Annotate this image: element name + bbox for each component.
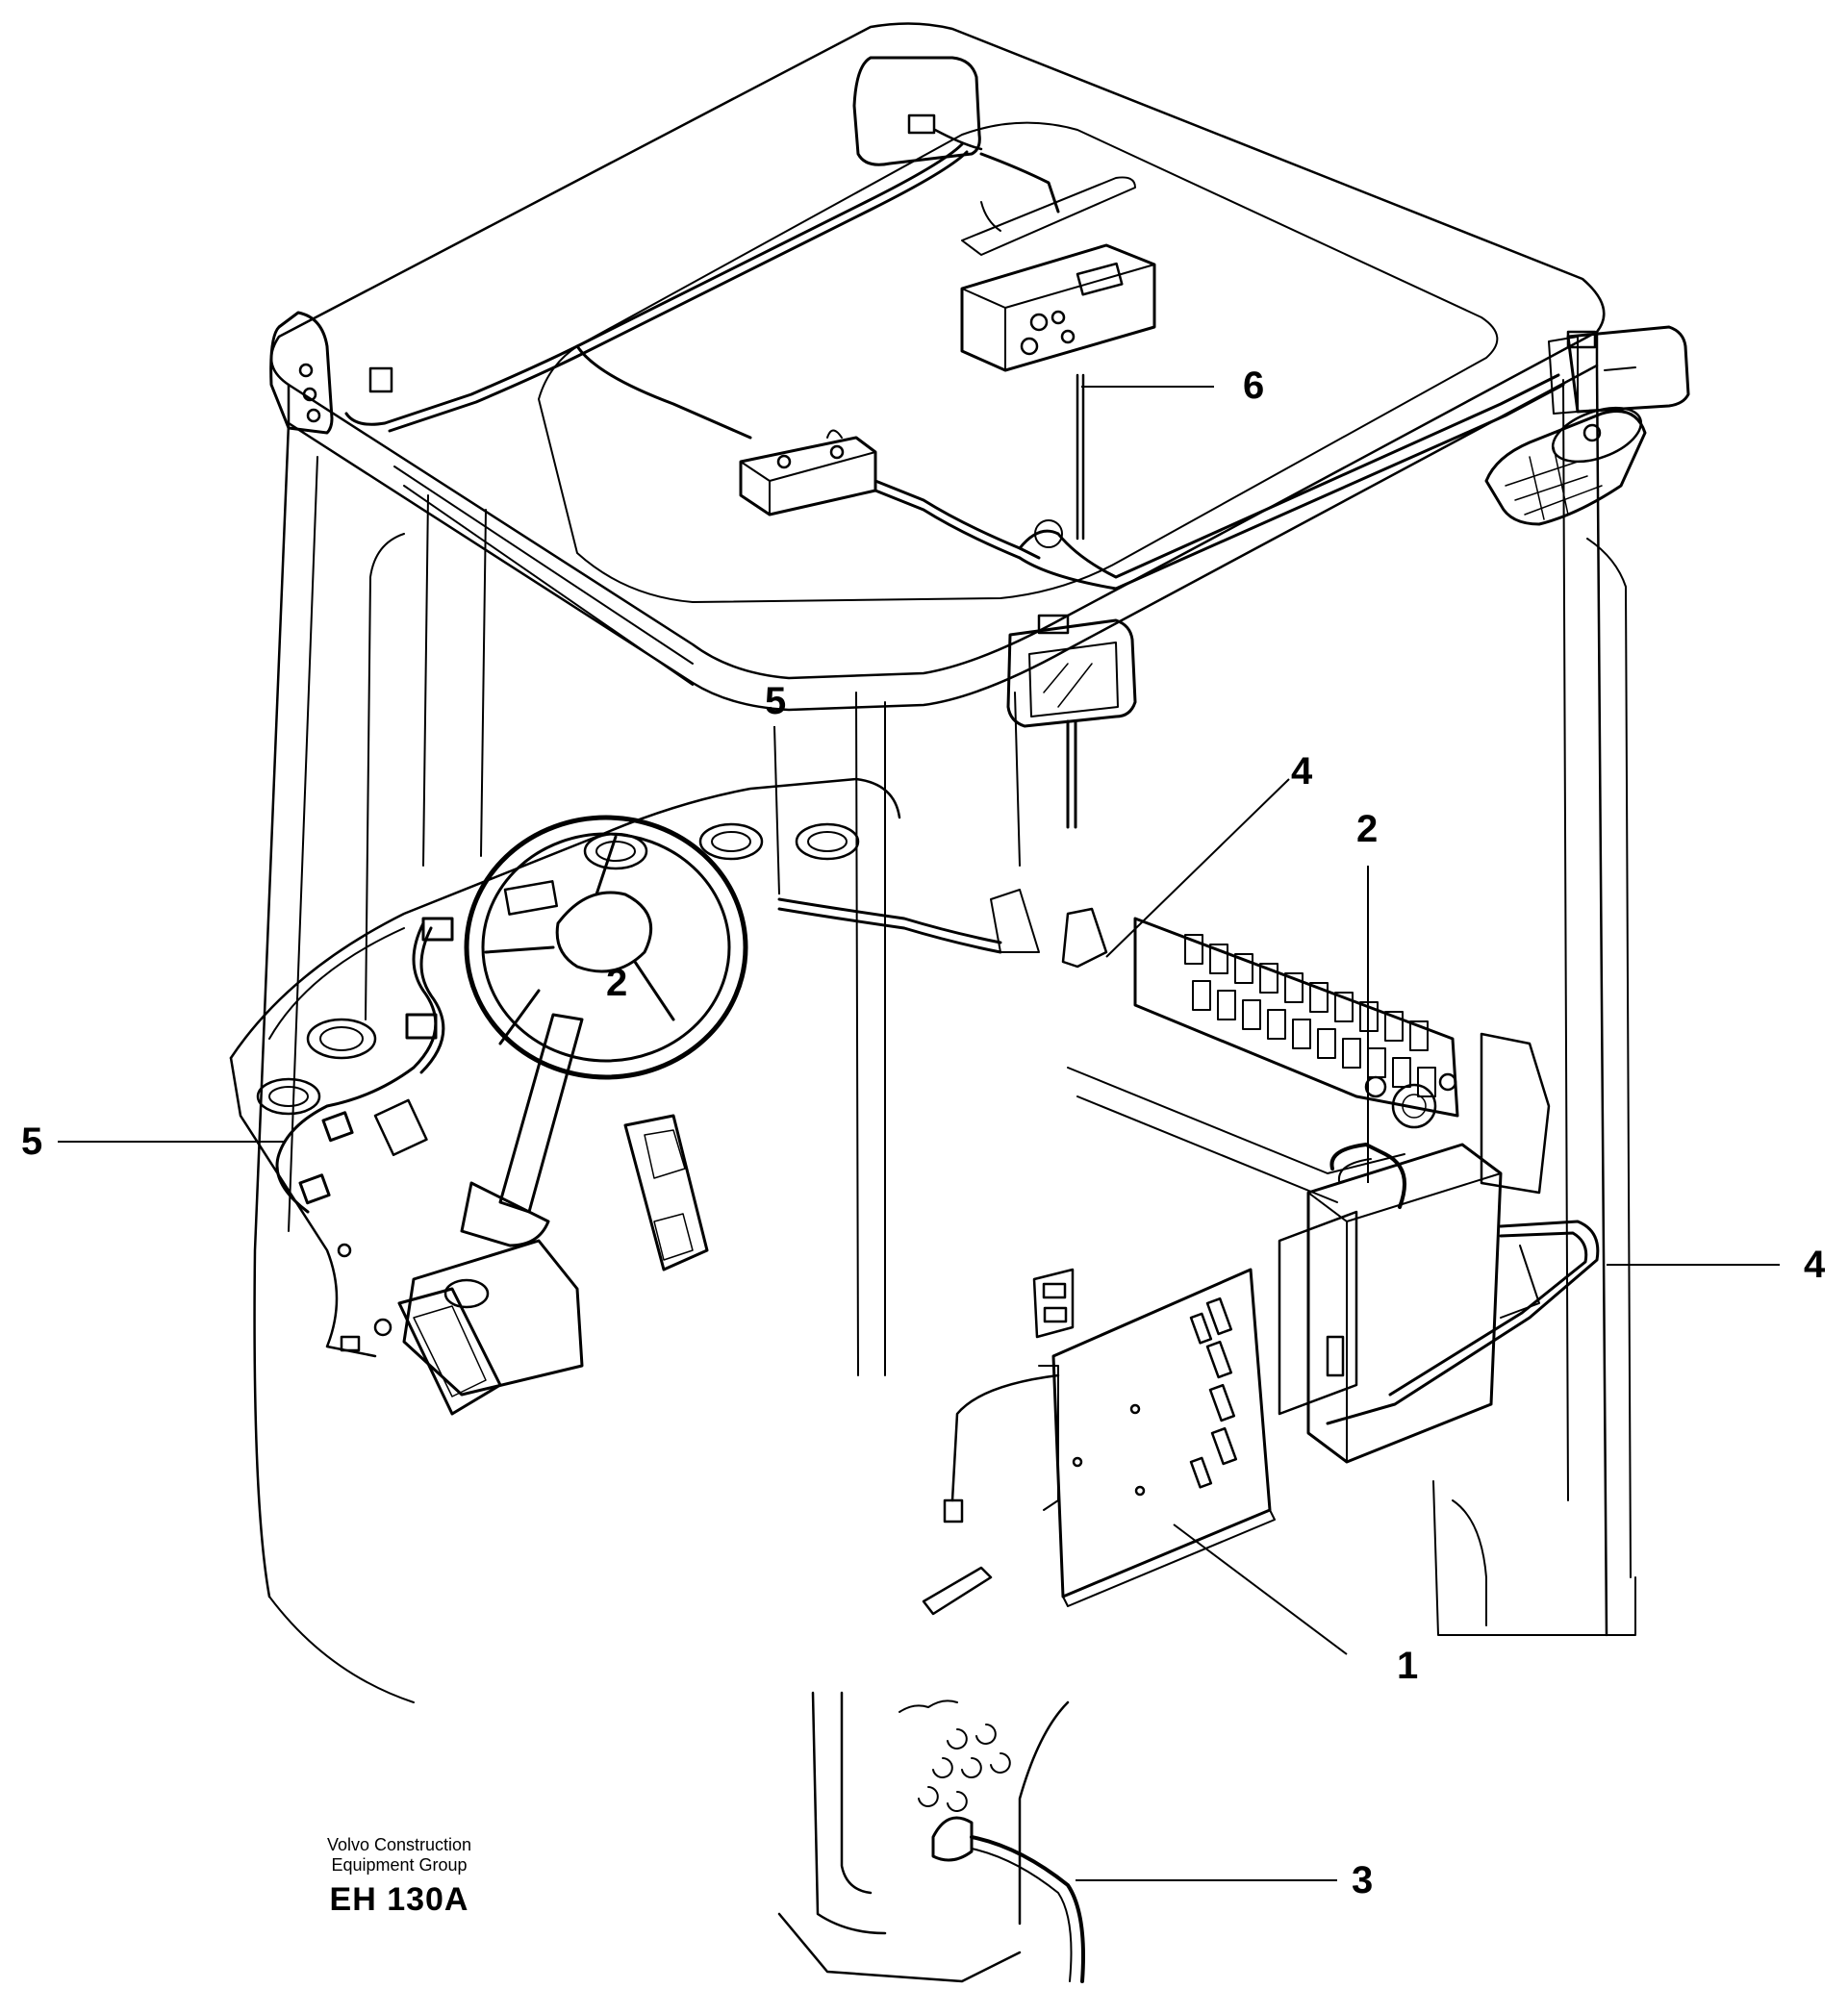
leader-4a [1105,778,1290,958]
rocker-switch [1217,990,1236,1020]
title-block: Volvo Construction Equipment Group EH 13… [279,1835,519,1919]
brake-pedal [397,1287,502,1416]
cab-body [253,364,1636,1703]
steering-column [402,1013,584,1397]
leader-5a [773,725,780,895]
company-line-1: Volvo Construction [326,1835,472,1854]
rocker-switch [1309,982,1329,1013]
work-lamp-rear-right [1006,614,1137,728]
rocker-switch [1367,1047,1386,1078]
work-lamp-front-right [1548,325,1690,415]
rocker-switch [1342,1038,1361,1069]
electronic-control-box [1278,1143,1503,1464]
rocker-switch [1417,1067,1436,1097]
board-connector [922,1373,1060,1616]
dash-wire-harness [275,897,1002,1214]
rear-pillar-connector [777,1691,1085,1983]
circuit-board [1032,1268,1276,1607]
rocker-switch [1267,1009,1286,1040]
callout-3: 3 [1352,1859,1373,1901]
work-lamp-front-left [852,56,983,166]
leader-1 [1173,1523,1348,1655]
callout-4-right: 4 [1804,1244,1826,1286]
rocker-switch [1234,953,1253,984]
callout-5-top: 5 [765,680,786,722]
work-lamp-rear-left [269,311,393,435]
steering-wheel [464,815,748,1080]
callout-2-box: 2 [1356,808,1378,850]
callout-labels: 1 2 2 3 4 4 5 5 6 [21,365,1826,1901]
roof-switch-panel [739,429,877,516]
rocker-switch [1409,1020,1429,1051]
callout-4-upper: 4 [1291,750,1313,793]
rocker-switch [1317,1028,1336,1059]
callout-1: 1 [1397,1645,1418,1687]
rocker-switch [1284,972,1304,1003]
rocker-switch [1192,980,1211,1011]
callout-2-dash: 2 [606,962,627,1004]
rotating-beacon [1484,406,1647,526]
rocker-switch [1209,944,1228,974]
rocker-switch [1334,992,1354,1022]
rocker-switch [1184,934,1203,965]
switch-panel [1067,917,1551,1203]
main-harness [990,889,1600,1425]
cab-roof [269,22,1606,712]
roof-wire-harness [344,142,1565,829]
accelerator-pedal [623,1114,709,1271]
dashboard [229,777,901,1358]
rocker-switch [1292,1019,1311,1049]
rocker-switch [1384,1011,1404,1042]
rocker-switch [1242,999,1261,1030]
company-line-2: Equipment Group [331,1855,468,1875]
callout-6: 6 [1243,365,1264,407]
radio-unit [960,176,1156,372]
drawing-code: EH 130A [329,1881,469,1918]
rocker-switch [1259,963,1278,994]
callout-5-left: 5 [21,1120,42,1163]
rocker-switch [1392,1057,1411,1088]
leader-lines [58,386,1780,1881]
